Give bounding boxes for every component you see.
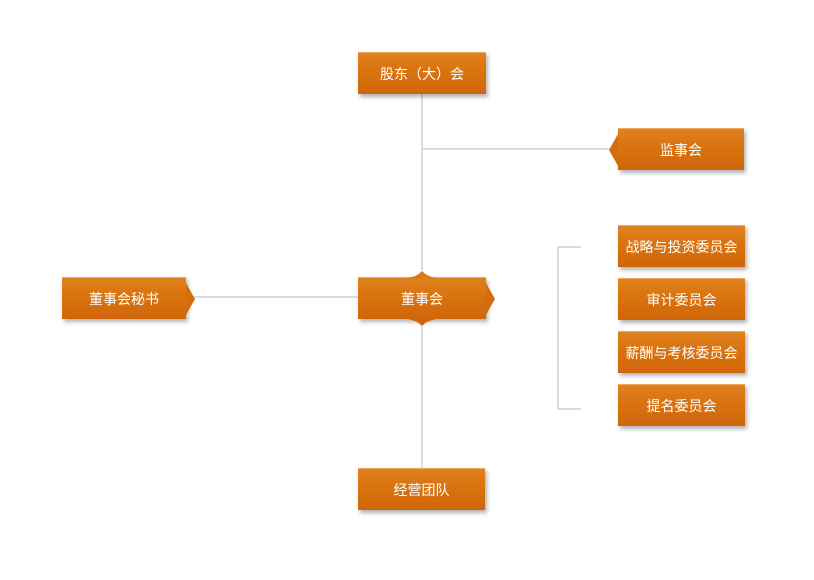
node-shareholders-meeting: 股东（大）会 bbox=[358, 52, 486, 94]
node-committee-label: 薪酬与考核委员会 bbox=[625, 344, 738, 361]
left-pointer-notch-icon bbox=[609, 134, 618, 166]
node-management-label: 经营团队 bbox=[393, 481, 450, 498]
connector-shareholders-to-board bbox=[421, 93, 423, 270]
node-committee-label: 提名委员会 bbox=[646, 397, 717, 414]
node-committee-label: 战略与投资委员会 bbox=[625, 238, 738, 255]
node-secretary-label: 董事会秘书 bbox=[89, 290, 159, 307]
node-committee-remuneration-assessment: 薪酬与考核委员会 bbox=[618, 331, 745, 373]
node-committee-strategy-investment: 战略与投资委员会 bbox=[618, 225, 745, 267]
node-committee-audit: 审计委员会 bbox=[618, 278, 745, 320]
right-pointer-notch-icon bbox=[486, 283, 495, 315]
connector-board-to-management bbox=[421, 326, 423, 468]
bottom-pointer-notch-icon bbox=[408, 319, 436, 326]
node-supervisory-board: 监事会 bbox=[609, 128, 744, 170]
node-board-secretary: 董事会秘书 bbox=[62, 277, 195, 319]
node-board-of-directors: 董事会 bbox=[358, 271, 495, 326]
node-supervisory-label: 监事会 bbox=[660, 141, 702, 158]
node-committee-label: 审计委员会 bbox=[646, 291, 717, 308]
connector-secretary-to-board bbox=[193, 296, 358, 298]
committee-bracket-bottom-stub bbox=[557, 408, 581, 410]
committee-bracket-top-stub bbox=[557, 246, 581, 248]
top-pointer-notch-icon bbox=[408, 271, 436, 278]
node-management-team: 经营团队 bbox=[358, 468, 485, 510]
right-pointer-notch-icon bbox=[186, 283, 195, 315]
connector-branch-supervisory bbox=[421, 148, 610, 150]
committee-bracket-vertical bbox=[557, 246, 559, 410]
node-committee-nomination: 提名委员会 bbox=[618, 384, 745, 426]
node-board-label: 董事会 bbox=[401, 290, 443, 307]
node-shareholders-label: 股东（大）会 bbox=[380, 65, 464, 82]
